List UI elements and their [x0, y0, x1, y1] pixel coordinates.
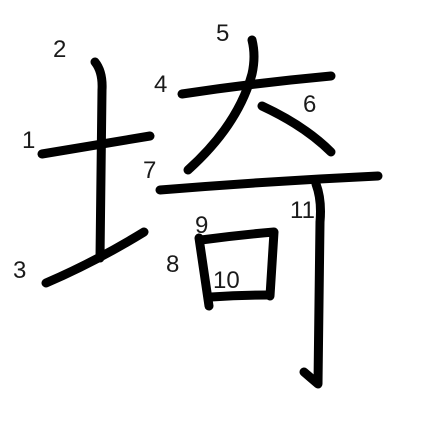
stroke-number-3: 3	[13, 257, 26, 284]
stroke-number-9: 9	[195, 212, 208, 239]
stroke-2	[90, 57, 107, 263]
stroke-number-7: 7	[143, 157, 156, 184]
stroke-number-5: 5	[216, 20, 229, 47]
stroke-number-1: 1	[22, 127, 35, 154]
stroke-3	[41, 227, 149, 288]
stroke-number-2: 2	[53, 36, 66, 63]
stroke-11	[299, 179, 325, 389]
stroke-5	[183, 35, 259, 175]
stroke-9	[196, 227, 279, 301]
stroke-1	[37, 131, 155, 159]
stroke-number-8: 8	[166, 251, 179, 278]
stroke-6	[257, 101, 336, 157]
stroke-number-6: 6	[303, 91, 316, 118]
stroke-number-4: 4	[154, 71, 167, 98]
stroke-number-10: 10	[213, 267, 240, 294]
stroke-10	[206, 290, 273, 302]
stroke-7	[155, 171, 383, 195]
stroke-4	[177, 71, 336, 99]
stroke-number-11: 11	[290, 197, 315, 224]
